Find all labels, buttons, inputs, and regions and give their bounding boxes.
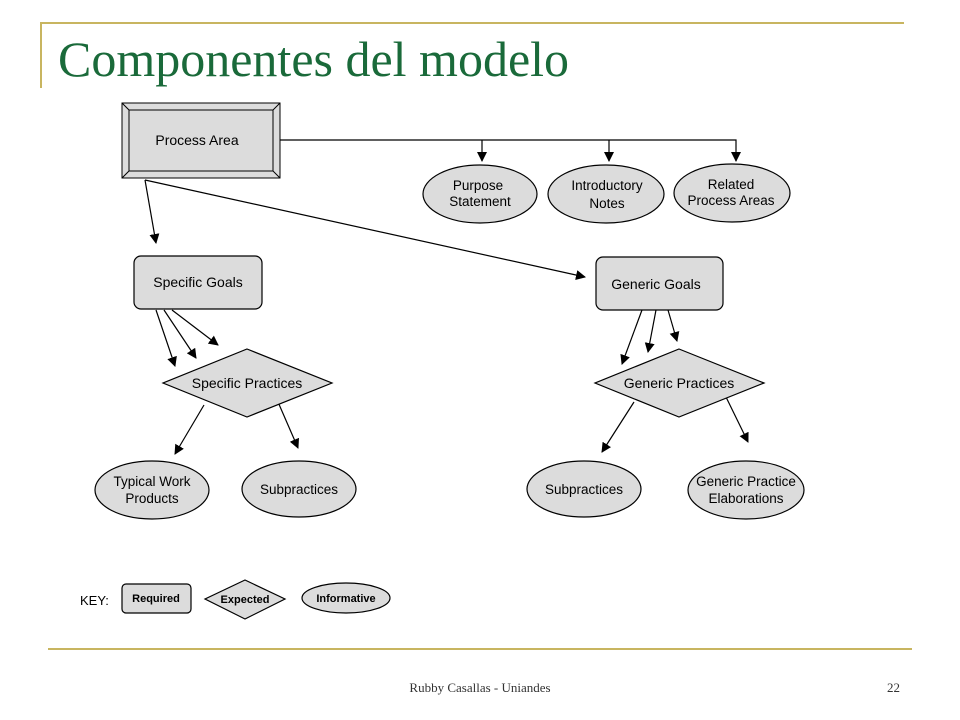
frame-top-line	[40, 22, 904, 24]
arrow-sp-to-subpractices	[277, 401, 299, 449]
related-process-areas-node: Related Process Areas	[673, 163, 791, 223]
legend-key-label: KEY:	[80, 593, 109, 608]
generic-goals-node: Generic Goals	[595, 256, 724, 311]
specific-goals-label: Specific Goals	[153, 274, 242, 290]
arrow-sg-to-sp-1	[155, 309, 177, 367]
slide-title: Componentes del modelo	[58, 31, 570, 87]
arrow-sg-to-sp-2	[163, 309, 197, 359]
related-process-areas-label-line2: Process Areas	[687, 193, 774, 208]
footer-text: Rubby Casallas - Uniandes	[409, 680, 551, 695]
specific-practices-label: Specific Practices	[192, 375, 302, 391]
generic-practices-label: Generic Practices	[624, 375, 734, 391]
typical-work-products-node: Typical Work Products	[94, 460, 210, 520]
generic-practices-node: Generic Practices	[593, 348, 766, 418]
generic-goals-label: Generic Goals	[611, 276, 700, 292]
typical-work-products-label-line1: Typical Work	[113, 474, 190, 489]
page-number: 22	[887, 680, 900, 695]
legend-expected: Expected	[203, 579, 287, 620]
arrow-to-specific-goals	[144, 179, 160, 244]
legend: KEY: Required Expected Informative	[80, 579, 391, 620]
specific-subpractices-label: Subpractices	[260, 482, 338, 497]
arrow-to-generic-goals	[144, 179, 586, 280]
generic-practice-elaborations-node: Generic Practice Elaborations	[687, 460, 805, 520]
introductory-notes-label-line2: Notes	[589, 196, 625, 211]
process-area-label: Process Area	[155, 132, 238, 148]
frame-bottom-line	[48, 648, 912, 650]
specific-subpractices-node: Subpractices	[241, 460, 357, 518]
legend-informative: Informative	[301, 582, 391, 614]
legend-expected-label: Expected	[221, 594, 270, 606]
legend-required: Required	[121, 583, 192, 614]
generic-practice-elaborations-label-line1: Generic Practice	[696, 474, 796, 489]
process-area-node: Process Area	[121, 102, 281, 179]
related-process-areas-label-line1: Related	[708, 177, 755, 192]
purpose-statement-label-line2: Statement	[449, 194, 511, 209]
generic-subpractices-label: Subpractices	[545, 482, 623, 497]
arrow-gg-to-gp-3	[667, 309, 680, 342]
arrow-sg-to-sp-3	[171, 309, 219, 346]
legend-required-label: Required	[132, 593, 180, 605]
generic-subpractices-node: Subpractices	[526, 460, 642, 518]
specific-goals-node: Specific Goals	[133, 255, 263, 310]
arrow-gg-to-gp-1	[620, 309, 643, 365]
arrow-gp-to-subpractices	[601, 401, 635, 453]
arrow-to-related-process-areas	[280, 139, 741, 162]
typical-work-products-label-line2: Products	[125, 491, 179, 506]
purpose-statement-label-line1: Purpose	[453, 178, 503, 193]
introductory-notes-node: Introductory Notes	[547, 164, 665, 224]
connector-lines	[144, 139, 749, 455]
arrow-sp-to-typical-work-products	[174, 404, 205, 455]
arrow-gg-to-gp-2	[644, 309, 657, 353]
legend-informative-label: Informative	[316, 593, 375, 605]
generic-practice-elaborations-label-line2: Elaborations	[708, 491, 783, 506]
purpose-statement-node: Purpose Statement	[422, 164, 538, 224]
specific-practices-node: Specific Practices	[161, 348, 334, 418]
introductory-notes-label-line1: Introductory	[571, 178, 643, 193]
arrow-gp-to-elaborations	[725, 396, 749, 443]
frame-left-line	[40, 22, 42, 88]
